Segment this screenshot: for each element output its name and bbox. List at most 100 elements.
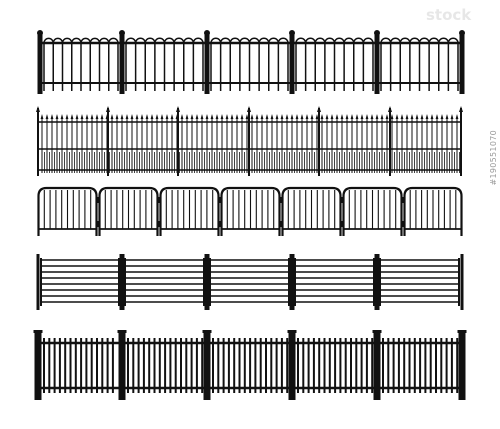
post-finial	[106, 106, 110, 112]
spear-tip	[415, 114, 419, 119]
spear-tip	[330, 114, 334, 119]
spear-tip	[300, 114, 304, 119]
spear-tip	[455, 114, 459, 119]
spear-tip	[270, 114, 274, 119]
spear-tip	[335, 114, 339, 119]
spear-tip	[70, 114, 74, 119]
spear-tip	[295, 114, 299, 119]
spear-tip	[340, 114, 344, 119]
spear-tip	[75, 114, 79, 119]
fence-post	[460, 254, 464, 310]
spear-tip	[55, 114, 59, 119]
fence-spear-top	[36, 106, 463, 176]
spear-tip	[315, 114, 319, 119]
spear-tip	[165, 114, 169, 119]
spear-tip	[115, 114, 119, 119]
barrier-clamp	[401, 221, 405, 227]
barrier-clamp	[157, 197, 161, 203]
spear-tip	[425, 114, 429, 119]
spear-tip	[430, 114, 434, 119]
hoop-arch	[108, 37, 119, 44]
spear-tip	[285, 114, 289, 119]
fence-post	[458, 332, 466, 400]
post-finial	[176, 106, 180, 112]
hoop-arch	[362, 37, 374, 44]
post-finial	[289, 30, 295, 36]
barrier-clamp	[96, 197, 100, 203]
fence-post	[119, 34, 125, 94]
spear-tip	[215, 114, 219, 119]
spear-tip	[90, 114, 94, 119]
spear-tip	[40, 114, 44, 119]
spear-tip	[160, 114, 164, 119]
post-finial	[459, 106, 463, 112]
fence-post	[374, 254, 380, 310]
post-finial	[36, 106, 40, 112]
fence-rounded-barrier	[37, 186, 463, 236]
spear-tip	[135, 114, 139, 119]
hoop-arch	[277, 37, 289, 44]
fence-flat-top-picket	[33, 330, 467, 400]
spear-tip	[180, 114, 184, 119]
fence-post	[289, 34, 295, 94]
spear-tip	[400, 114, 404, 119]
post-finial	[37, 30, 43, 36]
post-finial	[317, 106, 321, 112]
barrier-clamp	[279, 221, 283, 227]
spear-tip	[245, 114, 249, 119]
post-cap	[117, 330, 127, 333]
barrier-frame	[98, 186, 159, 236]
fence-post	[118, 332, 126, 400]
spear-tip	[325, 114, 329, 119]
fence-post	[459, 34, 465, 94]
spear-tip	[85, 114, 89, 119]
barrier-clamp	[340, 197, 344, 203]
fence-post	[204, 34, 210, 94]
spear-tip	[190, 114, 194, 119]
fence-horizontal-slat	[36, 254, 464, 310]
spear-tip	[185, 114, 189, 119]
post-finial	[374, 30, 380, 36]
barrier-clamp	[218, 221, 222, 227]
spear-tip	[150, 114, 154, 119]
post-finial	[119, 30, 125, 36]
spear-tip	[140, 114, 144, 119]
spear-tip	[120, 114, 124, 119]
fence-post	[37, 34, 43, 94]
spear-tip	[95, 114, 99, 119]
spear-tip	[380, 114, 384, 119]
spear-tip	[250, 114, 254, 119]
fence-post	[204, 254, 210, 310]
stock-image-id: #190551070	[489, 130, 498, 186]
spear-tip	[385, 114, 389, 119]
spear-tip	[240, 114, 244, 119]
fence-post	[373, 332, 381, 400]
spear-tip	[210, 114, 214, 119]
spear-tip	[125, 114, 129, 119]
spear-tip	[225, 114, 229, 119]
spear-tip	[155, 114, 159, 119]
spear-tip	[220, 114, 224, 119]
post-finial	[388, 106, 392, 112]
spear-tip	[260, 114, 264, 119]
spear-tip	[80, 114, 84, 119]
post-finial	[247, 106, 251, 112]
barrier-clamp	[218, 197, 222, 203]
barrier-clamp	[157, 221, 161, 227]
fence-post	[36, 254, 40, 310]
spear-tip	[110, 114, 114, 119]
fence-post	[289, 254, 295, 310]
spear-tip	[275, 114, 279, 119]
fence-post	[374, 34, 380, 94]
post-finial	[204, 30, 210, 36]
barrier-clamp	[340, 221, 344, 227]
post-cap	[287, 330, 297, 333]
spear-tip	[350, 114, 354, 119]
spear-tip	[435, 114, 439, 119]
spear-tip	[45, 114, 49, 119]
spear-tip	[395, 114, 399, 119]
spear-tip	[375, 114, 379, 119]
spear-tip	[145, 114, 149, 119]
post-cap	[33, 330, 43, 333]
